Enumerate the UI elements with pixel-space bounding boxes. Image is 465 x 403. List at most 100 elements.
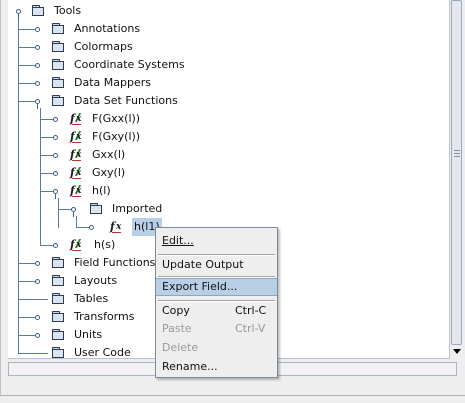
folder-icon (52, 77, 64, 88)
tree-connector (18, 317, 36, 318)
menu-shortcut: Ctrl-V (235, 322, 266, 335)
tree-node-label: Data Mappers (74, 76, 151, 89)
tree-node-label: Gxy(l) (92, 166, 126, 179)
collapse-toggle[interactable] (53, 189, 58, 199)
menu-item-label: Delete (162, 341, 199, 354)
expand-toggle[interactable] (35, 63, 40, 68)
tree-line-hl (58, 198, 59, 228)
expand-toggle[interactable] (35, 261, 40, 266)
expand-toggle[interactable] (35, 45, 40, 50)
scrollbar-thumb[interactable] (451, 0, 462, 345)
expand-toggle[interactable] (89, 225, 94, 230)
tree-connector (58, 209, 72, 210)
folder-icon (52, 59, 64, 70)
tree-node-label: Annotations (74, 22, 141, 35)
expand-toggle[interactable] (35, 315, 40, 320)
menu-item-edit[interactable]: Edit... (156, 232, 277, 250)
tree-connector (18, 335, 36, 336)
tree-line-root (18, 14, 19, 354)
folder-icon (52, 95, 64, 106)
tree-node-label: Tables (74, 292, 109, 305)
tree-node-label: h(l1) (132, 218, 162, 236)
tree-node-label: Imported (112, 202, 163, 215)
folder-icon (52, 275, 64, 286)
menu-separator (158, 300, 275, 302)
tree-connector (18, 299, 48, 300)
tree-connector (18, 83, 36, 84)
menu-item-rename[interactable]: Rename... (156, 358, 277, 376)
vertical-scrollbar[interactable] (449, 0, 464, 358)
folder-icon (32, 5, 44, 16)
tree-node-label: Gxx(l) (92, 148, 126, 161)
expand-toggle[interactable] (53, 117, 58, 122)
tree-connector (76, 227, 90, 228)
tree-connector (18, 47, 36, 48)
expand-toggle[interactable] (53, 153, 58, 158)
expand-toggle[interactable] (35, 27, 40, 32)
tree-node-label: h(s) (94, 238, 116, 251)
tree-connector (40, 137, 54, 138)
tree-line-dsf (40, 108, 41, 246)
folder-icon (52, 329, 64, 340)
tree-connector (18, 353, 48, 354)
tree-node-label: Data Set Functions (74, 94, 178, 107)
tree-node-label: Coordinate Systems (74, 58, 185, 71)
tree-node-label: Tools (54, 4, 82, 17)
menu-item-label: Update Output (162, 258, 244, 271)
expand-toggle[interactable] (53, 171, 58, 176)
tree-connector (40, 245, 54, 246)
tree-node-label: Colormaps (74, 40, 133, 53)
tree-node-label: Transforms (74, 310, 135, 323)
collapse-toggle[interactable] (71, 207, 76, 217)
tree-node-label: Field Functions (74, 256, 156, 269)
folder-icon (90, 203, 102, 214)
menu-item-label: Copy (162, 304, 190, 317)
menu-item-update-output[interactable]: Update Output (156, 256, 277, 274)
folder-icon (52, 293, 64, 304)
tree-connector (18, 101, 36, 102)
window-left-edge (0, 0, 1, 402)
menu-item-export-field[interactable]: Export Field... (156, 278, 277, 296)
status-bar (0, 395, 465, 403)
menu-shortcut: Ctrl-C (235, 304, 267, 317)
menu-item-paste: Paste Ctrl-V (156, 320, 277, 338)
folder-icon (52, 257, 64, 268)
expand-toggle[interactable] (53, 135, 58, 140)
menu-item-label: Paste (162, 322, 192, 335)
tree-node-label: User Code (74, 346, 131, 359)
expand-toggle[interactable] (35, 81, 40, 86)
menu-item-label: Edit... (162, 234, 194, 247)
tree-connector (18, 29, 36, 30)
folder-icon (52, 311, 64, 322)
tree-connector (18, 65, 36, 66)
tree-connector (40, 191, 54, 192)
context-menu[interactable]: Edit... Update Output Export Field... Co… (155, 227, 278, 378)
expand-toggle[interactable] (53, 243, 58, 248)
folder-icon (52, 347, 64, 358)
menu-item-delete: Delete (156, 339, 277, 357)
menu-separator (158, 254, 275, 256)
collapse-toggle[interactable] (35, 99, 40, 109)
collapse-toggle[interactable] (16, 9, 21, 19)
menu-separator (158, 276, 275, 278)
tree-node-label: h(l) (92, 184, 111, 197)
tree-node-label: F(Gxy(l)) (92, 130, 141, 143)
menu-item-label: Rename... (162, 360, 218, 373)
menu-item-copy[interactable]: Copy Ctrl-C (156, 302, 277, 320)
tree-line-imported (76, 216, 77, 228)
tree-node-label: F(Gxx(l)) (92, 112, 141, 125)
expand-toggle[interactable] (35, 279, 40, 284)
tree-connector (18, 281, 36, 282)
tree-connector (40, 155, 54, 156)
menu-item-label: Export Field... (162, 280, 238, 293)
expand-toggle[interactable] (35, 333, 40, 338)
tree-connector (40, 119, 54, 120)
tree-node-label: Layouts (74, 274, 118, 287)
scroll-down-arrow-icon[interactable] (450, 345, 464, 358)
